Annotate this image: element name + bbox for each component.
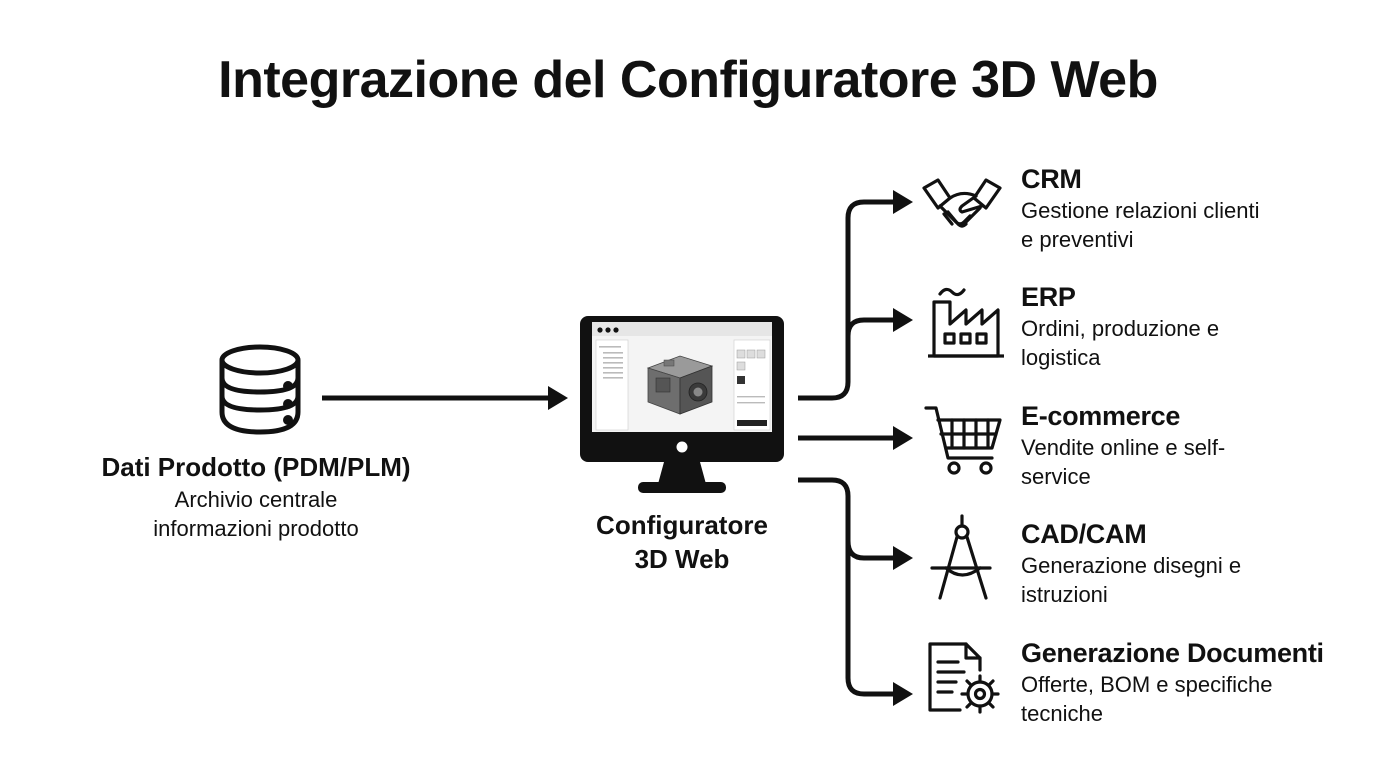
configurator-line1: Configuratore [596, 510, 768, 540]
handshake-icon [922, 178, 1002, 228]
page-title: Integrazione del Configuratore 3D Web [218, 51, 1158, 109]
configurator-line2: 3D Web [634, 544, 730, 574]
configurator-label: Configuratore 3D Web [560, 508, 804, 576]
target-erp: ERP Ordini, produzione e logistica [1021, 282, 1361, 372]
target-crm-desc1: Gestione relazioni clienti [1021, 198, 1260, 223]
target-crm-desc2: e preventivi [1021, 227, 1134, 252]
target-cadcam-desc2: istruzioni [1021, 582, 1108, 607]
source-title: Dati Prodotto (PDM/PLM) [101, 452, 411, 482]
source-label: Dati Prodotto (PDM/PLM) Archivio central… [70, 452, 442, 543]
factory-icon [928, 287, 1004, 358]
target-documents: Generazione Documenti Offerte, BOM e spe… [1021, 638, 1361, 728]
target-cadcam-desc1: Generazione disegni e [1021, 553, 1242, 578]
target-erp-title: ERP [1021, 282, 1076, 312]
target-crm: CRM Gestione relazioni clienti e prevent… [1021, 164, 1361, 254]
document-gear-icon [928, 642, 1000, 714]
target-ecommerce-title: E-commerce [1021, 401, 1181, 431]
database-icon [219, 344, 301, 435]
target-ecommerce: E-commerce Vendite online e self- servic… [1021, 401, 1361, 491]
target-crm-title: CRM [1021, 164, 1082, 194]
connector-erp [845, 317, 895, 337]
target-cadcam: CAD/CAM Generazione disegni e istruzioni [1021, 519, 1361, 609]
connector-cadcam [798, 477, 895, 697]
target-documents-desc1: Offerte, BOM e specifiche [1021, 672, 1273, 697]
shopping-cart-icon [924, 406, 1002, 475]
monitor-icon [580, 316, 784, 493]
connectors [798, 199, 895, 697]
connector-crm [798, 199, 895, 401]
target-erp-desc2: logistica [1021, 345, 1101, 370]
connector-documents [845, 540, 895, 561]
target-ecommerce-desc2: service [1021, 464, 1091, 489]
target-cadcam-title: CAD/CAM [1021, 519, 1147, 549]
source-desc-line1: Archivio centrale [174, 487, 338, 512]
source-desc-line2: informazioni prodotto [153, 516, 359, 541]
target-documents-desc2: tecniche [1021, 701, 1103, 726]
drafting-compass-icon [930, 514, 992, 600]
target-ecommerce-desc1: Vendite online e self- [1021, 435, 1226, 460]
target-documents-title: Generazione Documenti [1021, 638, 1324, 668]
target-erp-desc1: Ordini, produzione e [1021, 316, 1220, 341]
